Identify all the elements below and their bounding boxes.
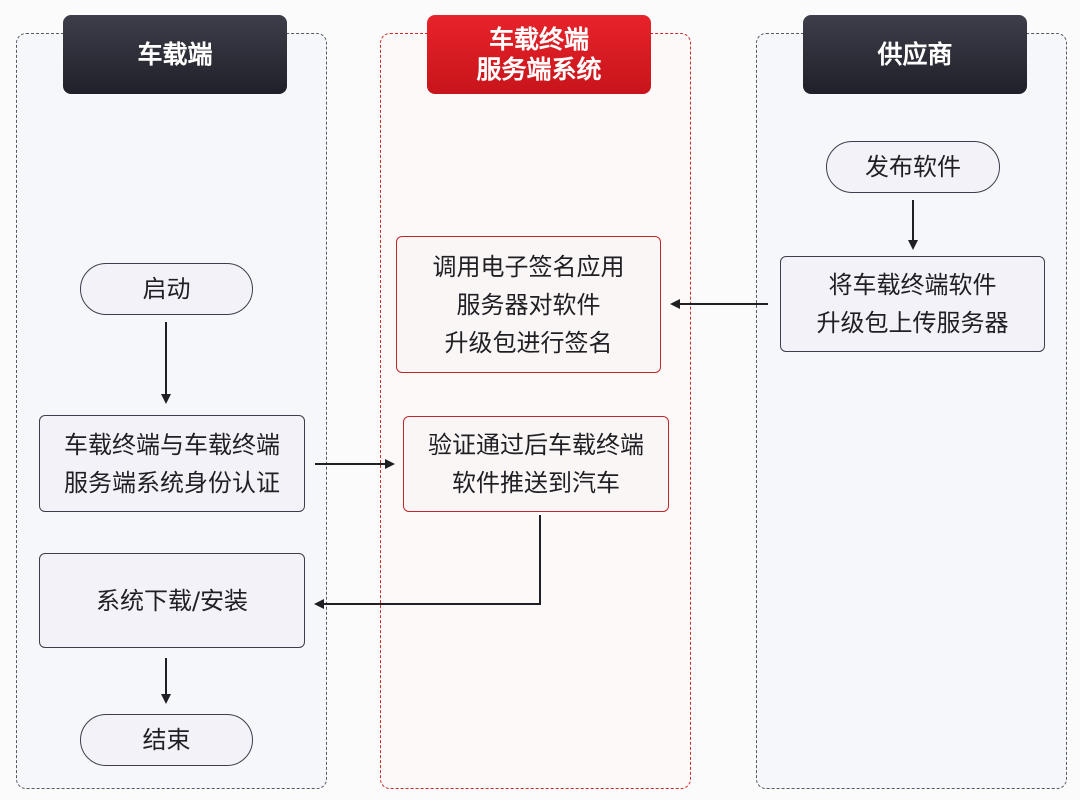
start-label: 启动 [142, 275, 191, 303]
lane-title-server-line2: 服务端系统 [476, 54, 602, 84]
sign-label-line1: 调用电子签名应用 [432, 252, 625, 281]
upload-label-line2: 升级包上传服务器 [816, 309, 1009, 337]
upload-label-line1: 将车载终端软件 [828, 271, 997, 299]
publish-node: 发布软件 [826, 141, 1000, 193]
auth-label-line1: 车载终端与车载终端 [64, 430, 280, 459]
lane-header-supplier: 供应商 [803, 15, 1027, 94]
upload-node: 将车载终端软件 升级包上传服务器 [780, 256, 1045, 352]
auth-label-line2: 服务端系统身份认证 [64, 468, 280, 497]
sign-node: 调用电子签名应用 服务器对软件 升级包进行签名 [396, 236, 661, 373]
lane-title-server-line1: 车载终端 [488, 24, 589, 54]
lane-header-vehicle: 车载端 [63, 15, 287, 94]
arrow-push-to-download [314, 515, 541, 609]
download-node: 系统下载/安装 [39, 553, 305, 648]
push-node: 验证通过后车载终端 软件推送到汽车 [403, 416, 669, 512]
push-label-line2: 软件推送到汽车 [452, 469, 620, 497]
download-label: 系统下载/安装 [95, 586, 249, 615]
sign-label-line2: 服务器对软件 [456, 290, 601, 319]
publish-label: 发布软件 [865, 153, 961, 181]
lane-vehicle [16, 33, 327, 789]
push-label-line1: 验证通过后车载终端 [428, 431, 644, 459]
lane-title-supplier: 供应商 [877, 39, 953, 69]
end-label: 结束 [142, 726, 191, 754]
lane-header-server: 车载终端 服务端系统 [427, 15, 651, 94]
auth-node: 车载终端与车载终端 服务端系统身份认证 [39, 415, 305, 512]
end-node: 结束 [80, 714, 253, 766]
sign-label-line3: 升级包进行签名 [444, 328, 613, 357]
lane-title-vehicle: 车载端 [137, 39, 213, 69]
start-node: 启动 [80, 263, 253, 315]
lane-server-system [380, 33, 691, 789]
